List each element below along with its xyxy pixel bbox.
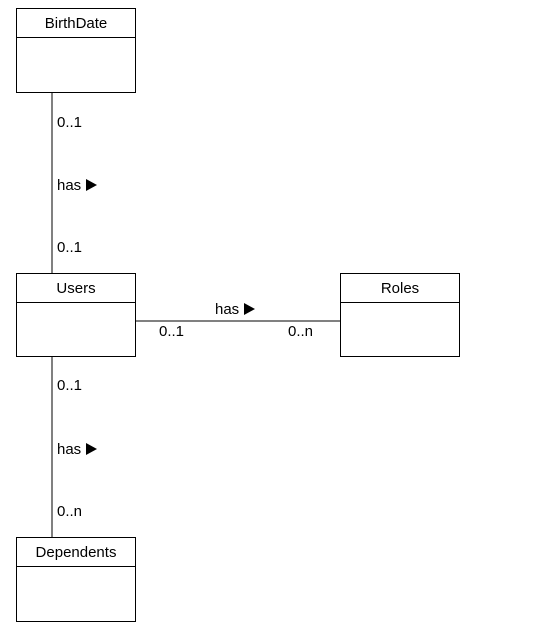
association-label-users-birthdate: has: [57, 177, 98, 195]
class-name: Users: [17, 274, 135, 303]
multiplicity-users-end-roles: 0..1: [159, 323, 185, 340]
association-label-users-dependents: has: [57, 441, 98, 459]
multiplicity-roles-end: 0..n: [288, 323, 314, 340]
association-name: has: [57, 177, 82, 194]
class-name: Roles: [341, 274, 459, 303]
association-name: has: [215, 301, 240, 318]
triangle-right-icon: [244, 303, 256, 315]
triangle-right-icon: [86, 443, 98, 455]
class-name: BirthDate: [17, 9, 135, 38]
multiplicity-users-end-birthdate: 0..1: [57, 239, 83, 256]
class-users[interactable]: Users: [16, 273, 136, 357]
association-label-users-roles: has: [215, 301, 256, 319]
multiplicity-birthdate-end: 0..1: [57, 114, 83, 131]
multiplicity-users-end-dependents: 0..1: [57, 377, 83, 394]
class-dependents[interactable]: Dependents: [16, 537, 136, 622]
class-name: Dependents: [17, 538, 135, 567]
triangle-right-icon: [86, 179, 98, 191]
class-birthdate[interactable]: BirthDate: [16, 8, 136, 93]
association-name: has: [57, 441, 82, 458]
class-roles[interactable]: Roles: [340, 273, 460, 357]
multiplicity-dependents-end: 0..n: [57, 503, 83, 520]
